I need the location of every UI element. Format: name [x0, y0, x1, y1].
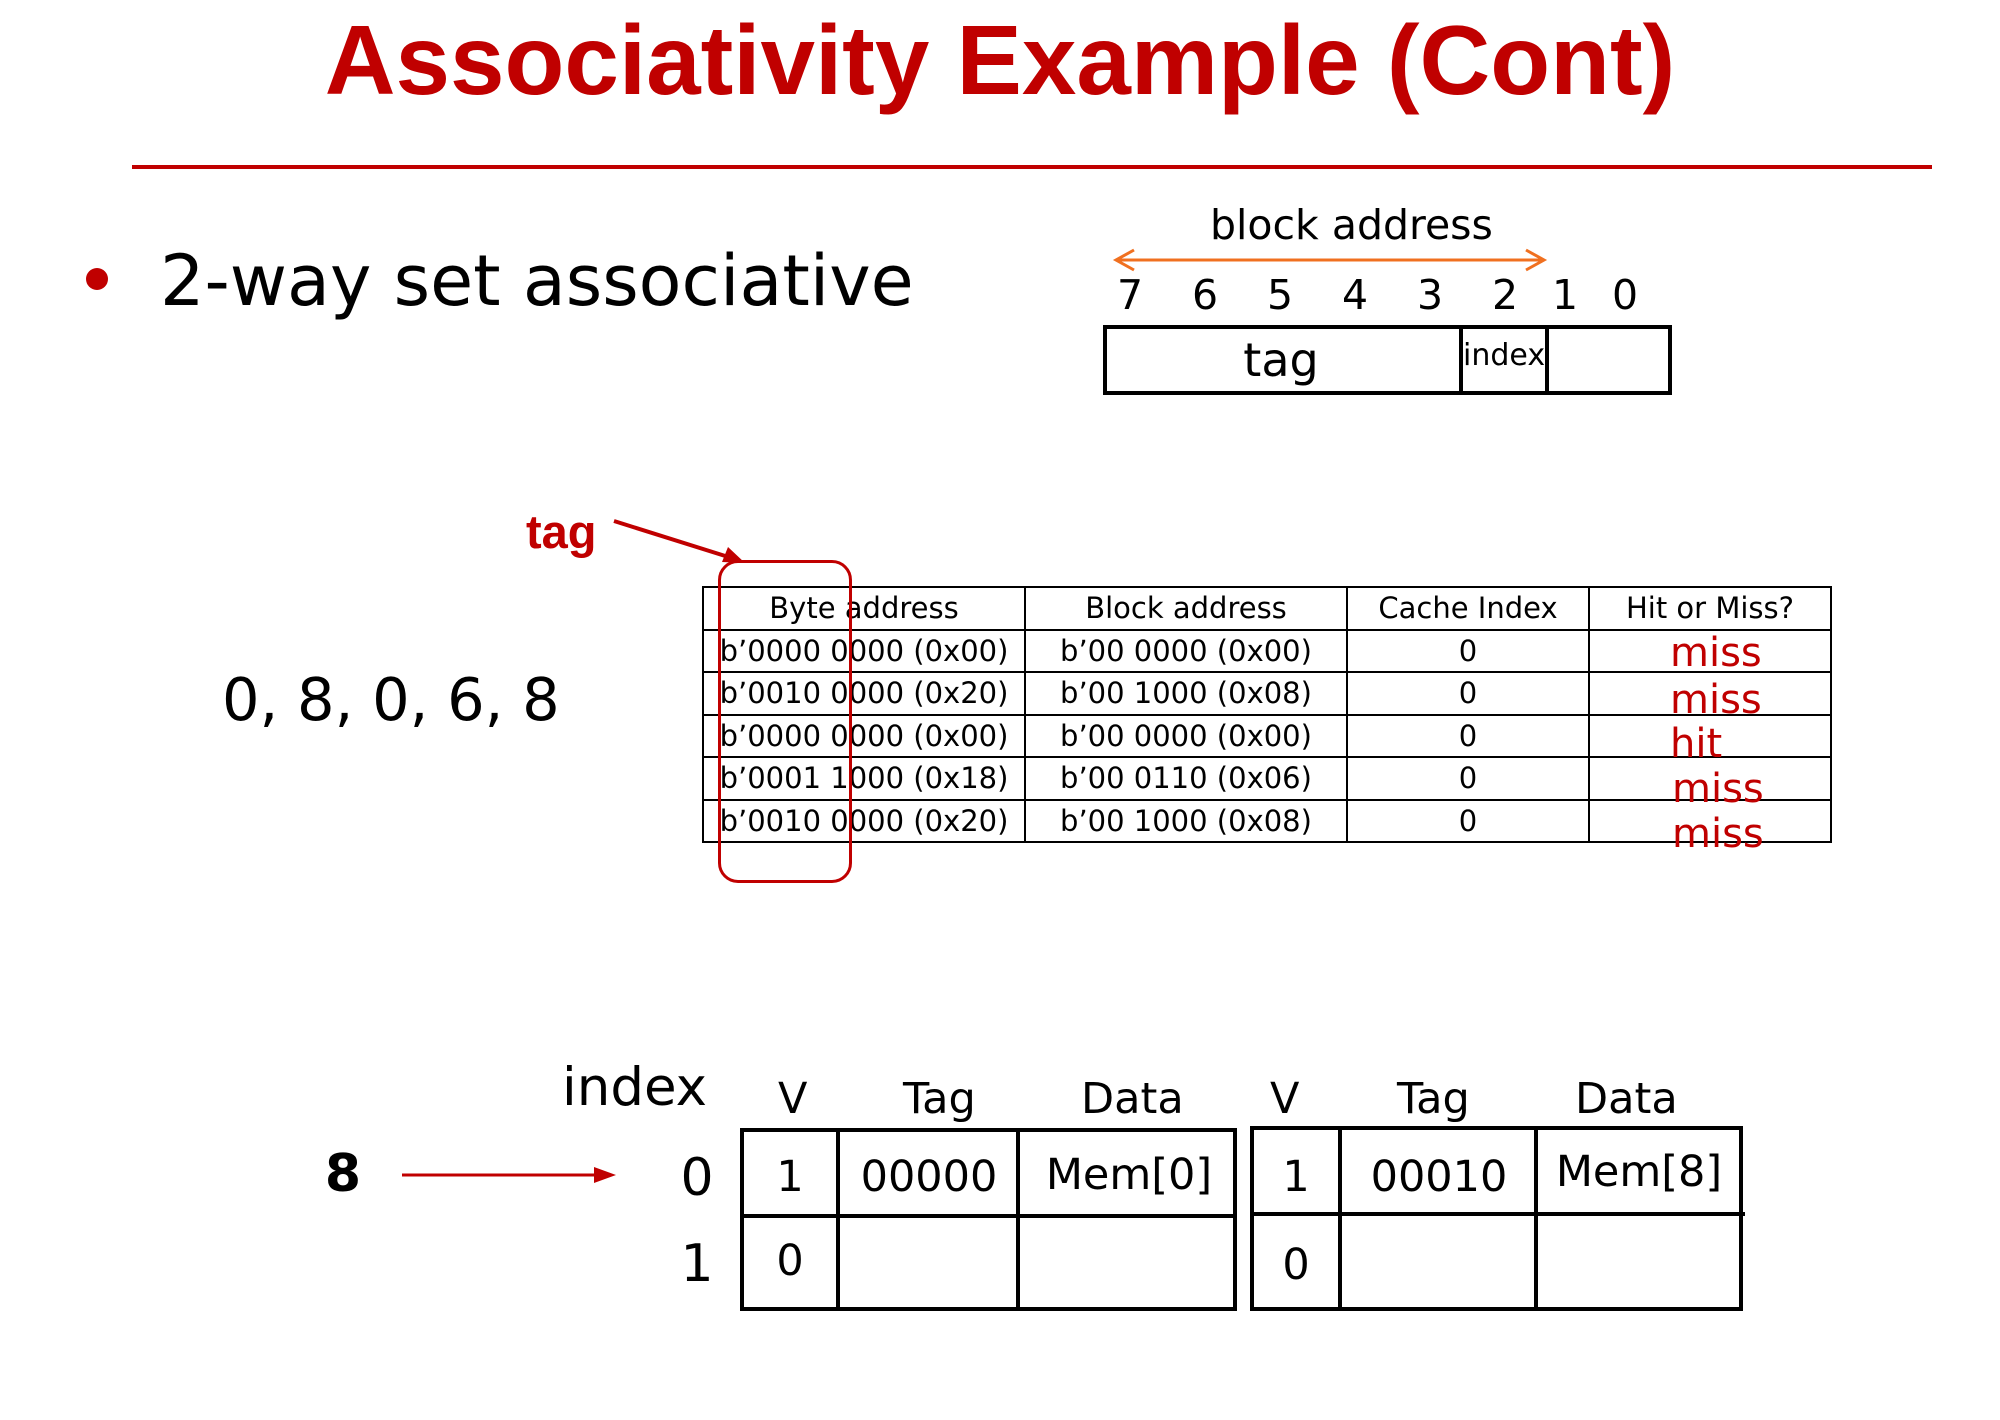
way1-tag-header: Tag: [1397, 1074, 1470, 1124]
bit-number-7: 7: [1116, 271, 1144, 319]
bit-number-0: 0: [1611, 271, 1639, 319]
header-byte-address: Byte address: [702, 586, 1026, 631]
bullet-point-icon: [86, 268, 108, 290]
index-field-label: index: [1463, 338, 1546, 373]
access-sequence: 0, 8, 0, 6, 8: [222, 665, 560, 734]
tag-callout-label: tag: [526, 505, 597, 558]
block-address-cell: b’00 0000 (0x00): [1024, 713, 1348, 758]
bit-number-4: 4: [1341, 271, 1369, 319]
way0-valid-0: 1: [776, 1152, 804, 1202]
bullet-text: 2-way set associative: [160, 240, 914, 322]
cache-index-cell: 0: [1346, 798, 1590, 843]
table-row: b’0001 1000 (0x18) b’00 0110 (0x06) 0 mi…: [702, 756, 1832, 812]
index-offset-divider: [1545, 325, 1549, 395]
header-hit-or-miss: Hit or Miss?: [1588, 586, 1832, 631]
bit-number-1: 1: [1551, 271, 1579, 319]
bit-number-2: 2: [1491, 271, 1519, 319]
hit-miss-result: miss: [1672, 810, 1764, 857]
header-cache-index: Cache Index: [1346, 586, 1590, 631]
index-column-header: index: [562, 1057, 707, 1118]
block-address-label: block address: [1210, 201, 1493, 249]
tag-callout-arrow-icon: [613, 519, 745, 563]
header-block-address: Block address: [1024, 586, 1348, 631]
byte-address-cell: b’0010 0000 (0x20): [702, 671, 1026, 716]
way0-valid-1: 0: [776, 1236, 804, 1286]
hit-miss-result: miss: [1670, 629, 1762, 676]
title-divider: [132, 165, 1932, 169]
way1-valid-0: 1: [1282, 1152, 1310, 1202]
current-access-value: 8: [324, 1144, 362, 1204]
address-table-header: Byte address Block address Cache Index H…: [702, 586, 1832, 631]
table-row: b’0000 0000 (0x00) b’00 0000 (0x00) 0 hi…: [702, 713, 1832, 767]
block-address-range-arrow-icon: [1112, 248, 1548, 272]
byte-address-cell: b’0000 0000 (0x00): [702, 628, 1026, 673]
way1-data-header: Data: [1575, 1074, 1678, 1124]
byte-address-cell: b’0001 1000 (0x18): [702, 756, 1026, 801]
address-table: Byte address Block address Cache Index H…: [702, 586, 1832, 857]
block-address-cell: b’00 0000 (0x00): [1024, 628, 1348, 673]
cache-row-label-0: 0: [680, 1148, 714, 1208]
way0-tag-0: 00000: [860, 1152, 998, 1202]
slide-title: Associativity Example (Cont): [324, 5, 1676, 115]
hit-miss-cell: hit: [1588, 713, 1832, 767]
way0-v-header: V: [778, 1074, 808, 1124]
byte-address-cell: b’0000 0000 (0x00): [702, 713, 1026, 758]
byte-address-cell: b’0010 0000 (0x20): [702, 798, 1026, 843]
bit-number-6: 6: [1191, 271, 1219, 319]
cache-way-0-grid: [740, 1128, 1237, 1311]
hit-miss-cell: miss: [1588, 798, 1832, 857]
way1-valid-1: 0: [1282, 1240, 1310, 1290]
way1-v-header: V: [1270, 1074, 1300, 1124]
tag-index-divider: [1459, 325, 1463, 395]
block-address-cell: b’00 1000 (0x08): [1024, 798, 1348, 843]
way0-tag-header: Tag: [903, 1074, 976, 1124]
way0-data-0: Mem[0]: [1045, 1150, 1213, 1200]
bit-number-5: 5: [1266, 271, 1294, 319]
tag-field-label: tag: [1243, 333, 1319, 387]
cache-index-cell: 0: [1346, 671, 1590, 716]
cache-way-1-grid: [1250, 1126, 1745, 1311]
block-address-cell: b’00 0110 (0x06): [1024, 756, 1348, 801]
cache-index-cell: 0: [1346, 713, 1590, 758]
cache-index-cell: 0: [1346, 756, 1590, 801]
address-field-box: [1103, 325, 1672, 395]
table-row: b’0010 0000 (0x20) b’00 1000 (0x08) 0 mi…: [702, 798, 1832, 857]
way0-data-header: Data: [1081, 1074, 1184, 1124]
cache-row-label-1: 1: [680, 1234, 714, 1294]
hit-miss-cell: miss: [1588, 671, 1832, 723]
hit-miss-cell: miss: [1588, 628, 1832, 676]
way1-data-0: Mem[8]: [1555, 1147, 1723, 1197]
way1-tag-0: 00010: [1370, 1152, 1508, 1202]
tag-highlight-box: [718, 560, 852, 883]
table-row: b’0010 0000 (0x20) b’00 1000 (0x08) 0 mi…: [702, 671, 1832, 723]
hit-miss-cell: miss: [1588, 756, 1832, 812]
index-pointer-arrow-icon: [402, 1167, 616, 1183]
table-row: b’0000 0000 (0x00) b’00 0000 (0x00) 0 mi…: [702, 628, 1832, 676]
bit-number-3: 3: [1416, 271, 1444, 319]
cache-index-cell: 0: [1346, 628, 1590, 673]
block-address-cell: b’00 1000 (0x08): [1024, 671, 1348, 716]
